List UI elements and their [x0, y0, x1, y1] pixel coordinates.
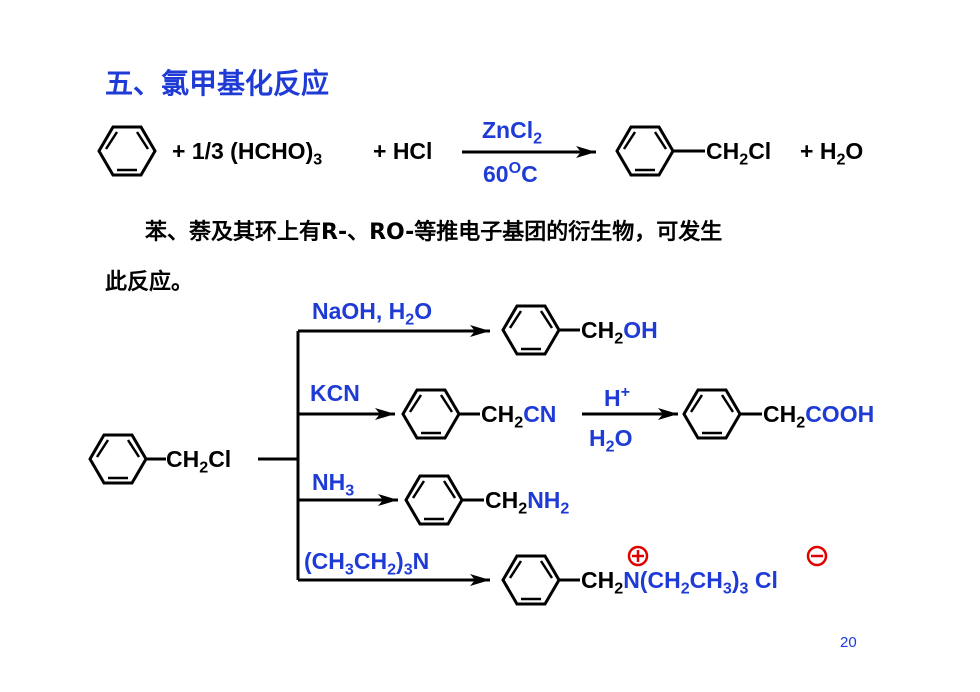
branch3-reagent: NH3: [312, 469, 355, 500]
start-material-label: CH2Cl: [166, 446, 232, 477]
branch1-reagent: NaOH, H2O: [312, 298, 433, 329]
description-line-1: 苯、萘及其环上有R-、RO-等推电子基团的衍生物，可发生: [145, 220, 723, 245]
benzene-ring-branch1: [501, 304, 561, 356]
branch2-reagent: KCN: [310, 380, 360, 406]
eq1-product: CH2Cl: [706, 138, 772, 169]
benzene-ring-branch4: [501, 554, 561, 606]
benzene-ring-branch3: [404, 474, 464, 526]
page-number: 20: [840, 634, 857, 651]
eq1-reagent-hcl: + HCl: [373, 138, 433, 164]
description-line-2: 此反应。: [105, 270, 194, 295]
eq1-byproduct: + H2O: [800, 138, 864, 169]
benzene-ring-branch2: [401, 388, 461, 440]
eq1-reagent-formaldehyde: + 1/3 (HCHO)3: [172, 138, 323, 169]
branch3-product: CH2NH2: [485, 487, 570, 518]
benzene-ring-branch2-final: [682, 388, 742, 440]
branch2-step2-water: H2O: [589, 425, 633, 456]
branch1-product: CH2OH: [581, 317, 658, 348]
eq1-catalyst: ZnCl2: [482, 117, 543, 148]
benzene-ring-reactant: [97, 125, 157, 177]
benzene-ring-product: [615, 125, 675, 177]
branch2-step2-acid: H+: [604, 383, 631, 411]
negative-charge-icon: [806, 545, 828, 567]
benzene-ring-start: [88, 433, 148, 485]
eq1-temperature: 60OC: [483, 159, 538, 187]
branch4-product: CH2N(CH2CH3)3 Cl: [581, 567, 778, 598]
branch2-final-product: CH2COOH: [763, 401, 875, 432]
positive-charge-icon: [627, 545, 649, 567]
branch4-reagent: (CH3CH2)3N: [304, 548, 430, 579]
branch2-product: CH2CN: [481, 401, 557, 432]
slide-title: 五、氯甲基化反应: [105, 67, 330, 100]
